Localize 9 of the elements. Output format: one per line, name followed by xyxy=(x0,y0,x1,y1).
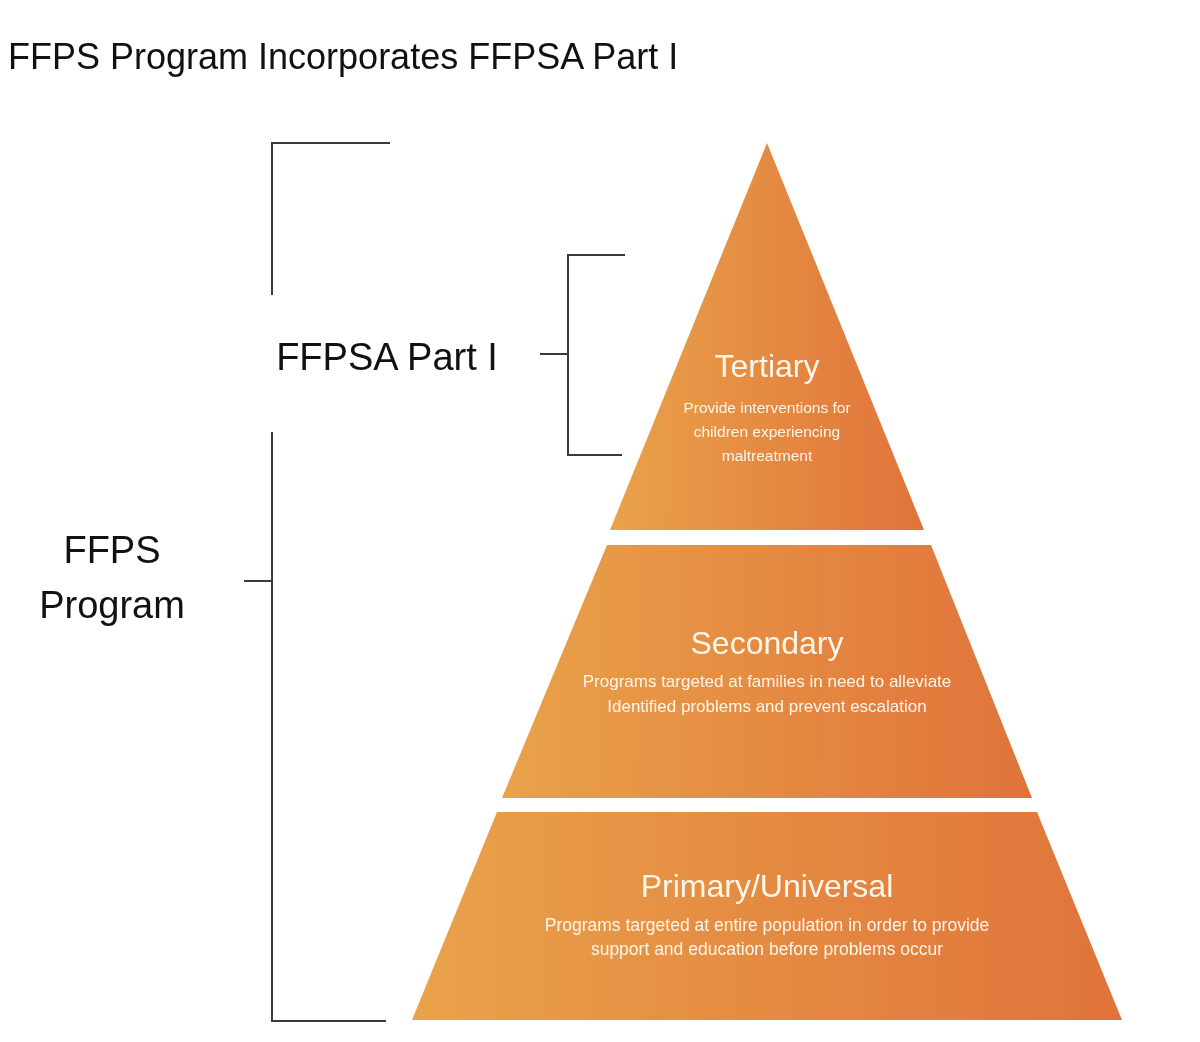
tier-description: Programs targeted at entire population in order to provide support and education before problems occur xyxy=(543,914,991,961)
title: FFPS Program Incorporates FFPSA Part I xyxy=(8,36,679,78)
bracket-label: FFPSA Part I xyxy=(275,335,499,380)
tier-heading: Secondary xyxy=(690,624,844,662)
tier-heading: Primary/Universal xyxy=(640,867,894,905)
tier-description: Provide interventions for children experiencing maltreatment xyxy=(682,398,852,466)
bracket-label: FFPS Program xyxy=(38,528,186,628)
tier-heading: Tertiary xyxy=(714,347,820,385)
tier-description: Programs targeted at families in need to alleviate Identified problems and prevent escalation xyxy=(581,671,953,718)
